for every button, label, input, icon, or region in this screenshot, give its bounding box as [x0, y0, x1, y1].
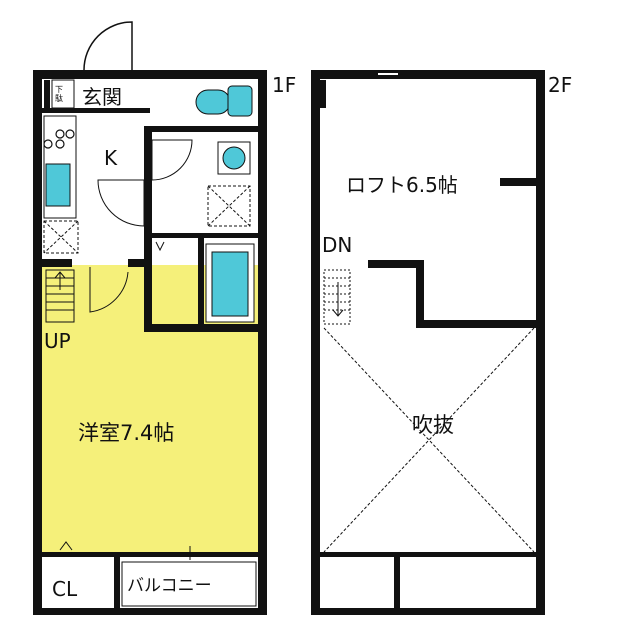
stairs-down-arrow: [332, 282, 344, 317]
entrance-door: [83, 21, 133, 71]
room-door: [89, 267, 129, 313]
kitchen-sink: [45, 163, 71, 207]
balcony-label: バルコニー: [127, 576, 212, 596]
stairs-down: [323, 269, 351, 325]
kitchen-counter: [43, 115, 77, 219]
balcony-area: [121, 561, 257, 607]
stove: [43, 129, 75, 149]
floor1-walls: [33, 70, 267, 615]
kitchen-door: [97, 179, 145, 227]
fridge-space: [43, 220, 79, 254]
stairs-up-label: UP: [44, 329, 71, 353]
toilet: [195, 85, 253, 117]
entrance-post: [44, 80, 50, 108]
shoe-box: [51, 79, 75, 109]
shoe-box-label-2: 駄: [55, 93, 63, 103]
closet-label: CL: [52, 577, 78, 601]
kitchen-label: K: [104, 146, 118, 170]
shoe-box-label-1: 下: [55, 85, 63, 94]
void-label: 吹抜: [412, 413, 454, 437]
closet-door-mark: [59, 541, 73, 551]
stairs-down-label: DN: [322, 233, 352, 257]
loft-label: ロフト6.5帖: [346, 173, 458, 197]
wash-door: [151, 139, 193, 181]
washer-space: [207, 185, 251, 227]
entrance-label: 玄関: [82, 85, 122, 109]
floor2-level-label: 2F: [548, 73, 572, 97]
void-cross: [323, 327, 535, 553]
floor2-walls: [311, 70, 545, 615]
bathtub: [211, 251, 249, 317]
bath-door-mark: [155, 241, 165, 252]
western-room-label: 洋室7.4帖: [78, 421, 174, 445]
stairs-up: [45, 269, 75, 323]
wash-basin: [222, 146, 246, 170]
floor1-level-label: 1F: [272, 73, 296, 97]
